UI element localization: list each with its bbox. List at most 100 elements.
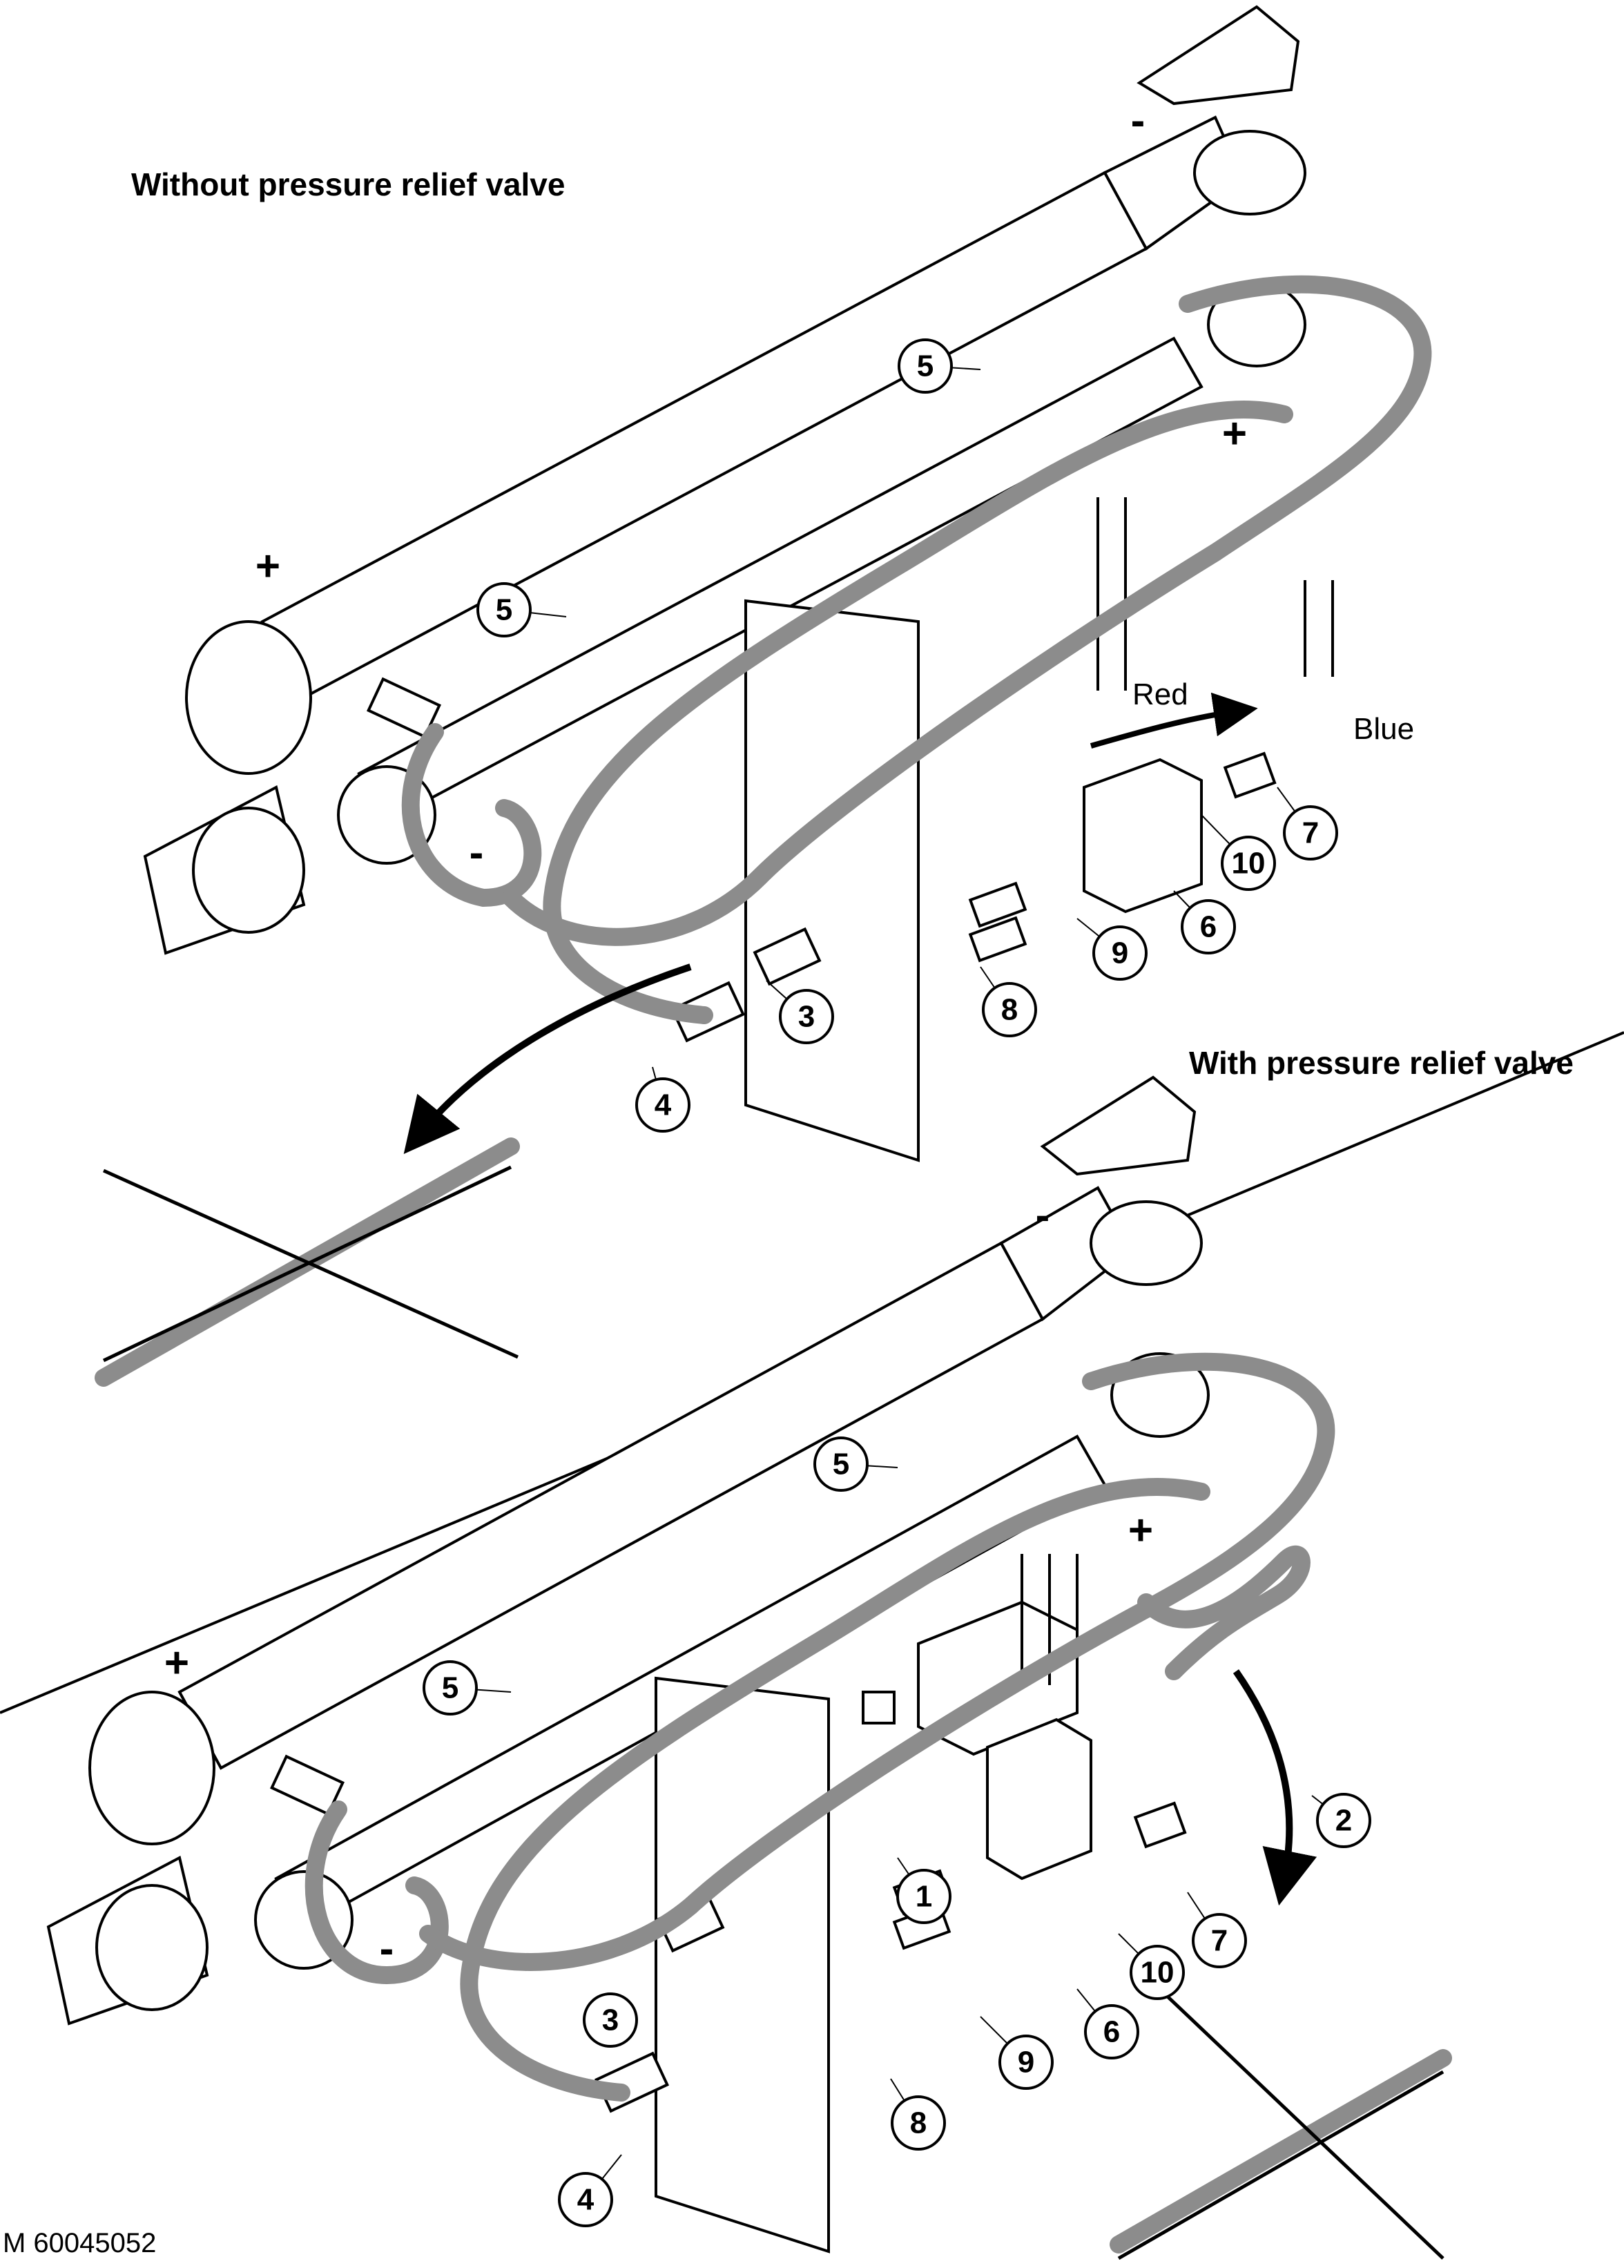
callout-number: 1 bbox=[916, 1880, 932, 1914]
bottom-hose-left bbox=[304, 1800, 449, 1985]
callout-bottom-11: 2 bbox=[1311, 1793, 1371, 1848]
callout-bottom-1: 5 bbox=[813, 1436, 898, 1492]
sign-plus-bottom-right: + bbox=[1128, 1507, 1153, 1555]
callout-circle bbox=[891, 2095, 946, 2151]
callout-circle bbox=[1092, 925, 1148, 981]
callout-number: 5 bbox=[442, 1671, 458, 1705]
callout-top-4: 4 bbox=[635, 1066, 690, 1133]
sign-plus-top-right: + bbox=[1222, 410, 1247, 458]
callout-bottom-3: 3 bbox=[583, 1992, 638, 2048]
callout-number: 3 bbox=[798, 1000, 815, 1034]
callout-bottom-7: 6 bbox=[1076, 1988, 1139, 2059]
callout-top-1: 5 bbox=[898, 338, 981, 394]
callout-number: 9 bbox=[1112, 936, 1128, 970]
callout-number: 8 bbox=[1001, 993, 1018, 1027]
sign-plus-bottom-left: + bbox=[164, 1640, 189, 1687]
callout-top-3: 3 bbox=[766, 980, 834, 1044]
callout-circle bbox=[1192, 1913, 1247, 1968]
callout-number: 7 bbox=[1302, 816, 1319, 850]
bottom-left-end-fitting-upper bbox=[88, 1691, 215, 1845]
callout-top-6: 9 bbox=[1076, 918, 1148, 981]
callout-circle bbox=[1316, 1793, 1371, 1848]
callout-number: 4 bbox=[655, 1088, 672, 1122]
top-bracket-upper-right bbox=[1137, 5, 1300, 106]
callout-bottom-5: 8 bbox=[890, 2078, 946, 2151]
callout-number: 9 bbox=[1018, 2046, 1034, 2079]
top-hose-left bbox=[401, 723, 542, 907]
bottom-hoses bbox=[304, 1352, 1335, 2102]
callout-circle bbox=[1130, 1945, 1185, 2000]
callout-bottom-10: 1 bbox=[896, 1857, 951, 1924]
callout-circle bbox=[1181, 899, 1236, 954]
bottom-arrow-icon bbox=[1232, 1669, 1317, 1906]
label-blue: Blue bbox=[1353, 712, 1414, 746]
callout-circle bbox=[779, 989, 834, 1044]
top-left-end-fitting-upper bbox=[185, 620, 312, 775]
bottom-mounting-plate bbox=[655, 1676, 830, 2253]
callout-number: 10 bbox=[1141, 1956, 1174, 1990]
callout-number: 3 bbox=[602, 2003, 619, 2037]
callout-circle bbox=[982, 982, 1037, 1037]
callout-circle bbox=[476, 582, 532, 637]
sign-minus-bottom-right: - bbox=[1036, 1192, 1050, 1240]
top-hose-long bbox=[502, 275, 1432, 946]
callout-bottom-4: 4 bbox=[558, 2154, 622, 2227]
callout-circle bbox=[558, 2172, 613, 2227]
heading-without-valve: Without pressure relief valve bbox=[131, 166, 566, 202]
bottom-hose-2 bbox=[1137, 1545, 1311, 1680]
bottom-hose-lower bbox=[460, 1478, 1210, 2102]
callout-top-9: 7 bbox=[1277, 787, 1338, 861]
callout-number: 5 bbox=[496, 593, 512, 627]
top-hose-lower bbox=[543, 401, 1293, 1024]
callout-number: 6 bbox=[1200, 910, 1217, 944]
callout-top-8: 10 bbox=[1201, 814, 1276, 891]
callout-number: 5 bbox=[917, 349, 934, 383]
callout-bottom-2: 5 bbox=[423, 1660, 512, 1716]
sign-minus-bottom-left: - bbox=[380, 1925, 394, 1973]
callouts: 5 5 3 4 8 9 6 10 7 5 5 3 4 8 9 6 10 7 1 2 bbox=[423, 338, 1371, 2227]
top-hoses bbox=[401, 275, 1432, 1024]
top-arrow-icon bbox=[1090, 692, 1258, 749]
callout-bottom-8: 10 bbox=[1118, 1933, 1185, 2000]
top-cross-out-icon bbox=[95, 1137, 520, 1387]
callout-top-2: 5 bbox=[476, 582, 567, 637]
callout-bottom-6: 9 bbox=[980, 2016, 1054, 2090]
callout-number: 6 bbox=[1103, 2015, 1120, 2049]
callout-number: 4 bbox=[577, 2183, 594, 2217]
top-mounting-plate bbox=[744, 599, 920, 1162]
callout-circle bbox=[423, 1660, 478, 1716]
callout-circle bbox=[583, 1992, 638, 2048]
callout-number: 5 bbox=[833, 1448, 849, 1481]
callout-circle bbox=[635, 1077, 690, 1133]
callout-bottom-9: 7 bbox=[1187, 1892, 1247, 1968]
callout-number: 10 bbox=[1232, 847, 1266, 881]
callout-number: 8 bbox=[910, 2106, 927, 2140]
callout-circle bbox=[998, 2035, 1054, 2090]
bottom-distributor-block bbox=[986, 1718, 1092, 1881]
figure-id: M 60045052 bbox=[3, 2228, 157, 2258]
callout-circle bbox=[1221, 836, 1276, 891]
sign-minus-top-left: - bbox=[470, 829, 484, 877]
callout-top-7: 6 bbox=[1173, 890, 1236, 954]
callout-circle bbox=[1084, 2004, 1139, 2059]
bottom-hose-long bbox=[1082, 1352, 1335, 1618]
top-arrow-down-icon bbox=[403, 963, 692, 1154]
callout-circle bbox=[813, 1436, 869, 1492]
callout-top-5: 8 bbox=[980, 966, 1037, 1037]
callout-number: 7 bbox=[1211, 1924, 1228, 1958]
bottom-cross-out-icon bbox=[1110, 1995, 1452, 2260]
heading-with-valve: With pressure relief valve bbox=[1189, 1045, 1574, 1081]
sign-plus-top-left: + bbox=[255, 543, 280, 590]
callout-circle bbox=[896, 1869, 951, 1924]
top-assembly bbox=[143, 5, 1334, 1162]
bottom-bracket-upper-right bbox=[1040, 1075, 1197, 1176]
bottom-assembly bbox=[46, 1075, 1210, 2253]
callout-circle bbox=[898, 338, 953, 394]
callout-number: 2 bbox=[1335, 1804, 1352, 1838]
sign-minus-top-right: - bbox=[1131, 97, 1146, 145]
label-red: Red bbox=[1132, 677, 1188, 711]
callout-circle bbox=[1283, 805, 1338, 861]
bottom-upper-cylinder bbox=[177, 1241, 1045, 1770]
top-distributor-block bbox=[1083, 758, 1203, 914]
